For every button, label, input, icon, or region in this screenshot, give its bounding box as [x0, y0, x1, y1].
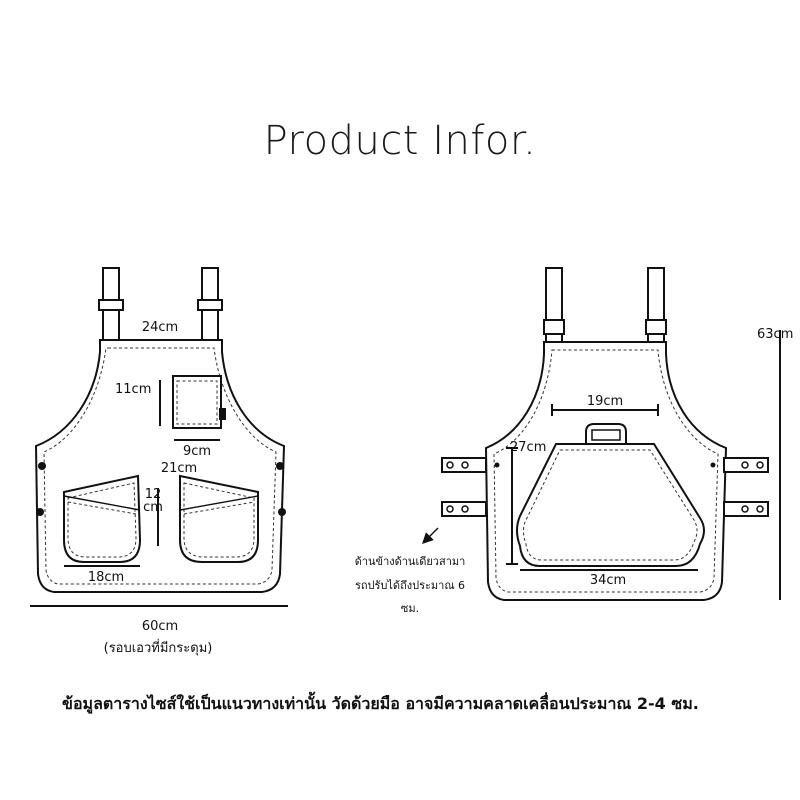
front-button	[36, 508, 44, 516]
back-large-pocket	[516, 443, 705, 567]
back-pocket-bottom-width-label: 34cm	[590, 573, 626, 588]
front-button	[276, 462, 284, 470]
back-left-strap-end	[543, 319, 565, 335]
front-chest-pocket-tab	[219, 408, 226, 420]
back-pocket-top-width-label: 19cm	[587, 394, 623, 409]
front-lower-pocket-height-label: 12	[145, 487, 162, 502]
front-chest-pocket-height-label: 11cm	[115, 382, 151, 397]
front-apron	[30, 267, 288, 607]
front-total-width-note: (รอบเอวที่มีกระดุม)	[104, 639, 213, 656]
back-right-strap-end	[645, 319, 667, 335]
front-button	[38, 462, 46, 470]
back-side-note-line3: ซม.	[401, 602, 419, 615]
back-side-note-line1: ด้านข้างด้านเดียวสามา	[355, 555, 466, 568]
front-left-buckle	[98, 299, 124, 311]
back-side-note-line2: รถปรับได้ถึงประมาณ 6	[355, 579, 465, 592]
front-right-pocket	[179, 474, 259, 563]
front-total-width-label: 60cm	[142, 619, 178, 634]
front-strap-width-label: 24cm	[142, 320, 178, 335]
front-lower-pockets-span-label: 21cm	[161, 461, 197, 476]
front-chest-pocket	[172, 375, 222, 429]
front-lower-pocket-height-unit: cm	[143, 500, 163, 515]
front-chest-pocket-width-label: 9cm	[183, 444, 211, 459]
front-right-buckle	[197, 299, 223, 311]
back-apron	[422, 267, 781, 601]
back-side-tabs	[441, 457, 769, 517]
size-disclaimer: ข้อมูลตารางไซส์ใช้เป็นแนวทางเท่านั้น วัด…	[62, 694, 699, 713]
front-left-pocket	[63, 474, 142, 563]
front-lower-pocket-width-label: 18cm	[88, 570, 124, 585]
back-pocket-height-label: 27cm	[510, 440, 546, 455]
back-total-height-label: 63cm	[757, 327, 793, 342]
front-button	[278, 508, 286, 516]
page-title: Product Infor.	[263, 118, 537, 164]
